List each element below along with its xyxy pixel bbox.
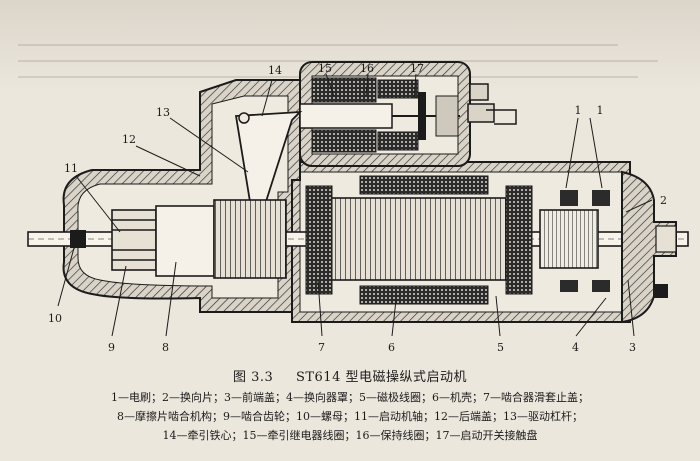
callout-7: 7 [318,341,325,354]
figure-title: ST614 型电磁操纵式启动机 [295,370,467,385]
callout-15: 15 [318,62,332,75]
callout-6: 6 [388,341,395,354]
callout-12: 12 [122,133,136,146]
brushes [560,190,610,292]
callout-3: 3 [629,341,636,354]
starter-motor-cross-section: 1 1 2 3 4 5 6 7 8 9 10 11 12 13 14 15 16… [27,61,689,354]
callout-14: 14 [268,64,282,77]
callout-2: 2 [660,194,667,207]
callout-labels: 1 1 2 3 4 5 6 7 8 9 10 11 12 13 14 15 16… [48,62,667,354]
solenoid-housing [299,61,517,167]
commutator [539,209,599,269]
pinion-clutch-assembly [70,199,287,279]
legend-line-1: 1—电刷；2—换向片；3—前端盖；4—换向器罩；5—磁极线圈；6—机壳；7—啮合… [111,391,589,404]
callout-9: 9 [108,341,115,354]
callout-17: 17 [410,62,424,75]
figure-caption: 图 3.3 ST614 型电磁操纵式启动机 [0,366,700,385]
leader-lines [57,73,653,337]
front-end-cover [621,170,677,324]
armature-core [305,185,533,295]
callout-10: 10 [48,312,62,325]
callout-5: 5 [497,341,504,354]
field-coils [359,175,489,305]
callout-11: 11 [64,162,78,175]
figure-number: 图 3.3 [233,370,274,385]
callout-1b: 1 [597,104,604,117]
callout-13: 13 [156,106,170,119]
legend-line-2: 8—摩擦片啮合机构；9—啮合齿轮；10—螺母；11—启动机轴；12—后端盖；13… [117,410,583,423]
callout-16: 16 [360,62,374,75]
legend-line-3: 14—牵引铁心；15—牵引继电器线圈；16—保持线圈；17—启动开关接触盘 [162,429,538,442]
callout-1a: 1 [575,104,582,117]
callout-8: 8 [162,341,169,354]
callout-4: 4 [572,341,579,354]
